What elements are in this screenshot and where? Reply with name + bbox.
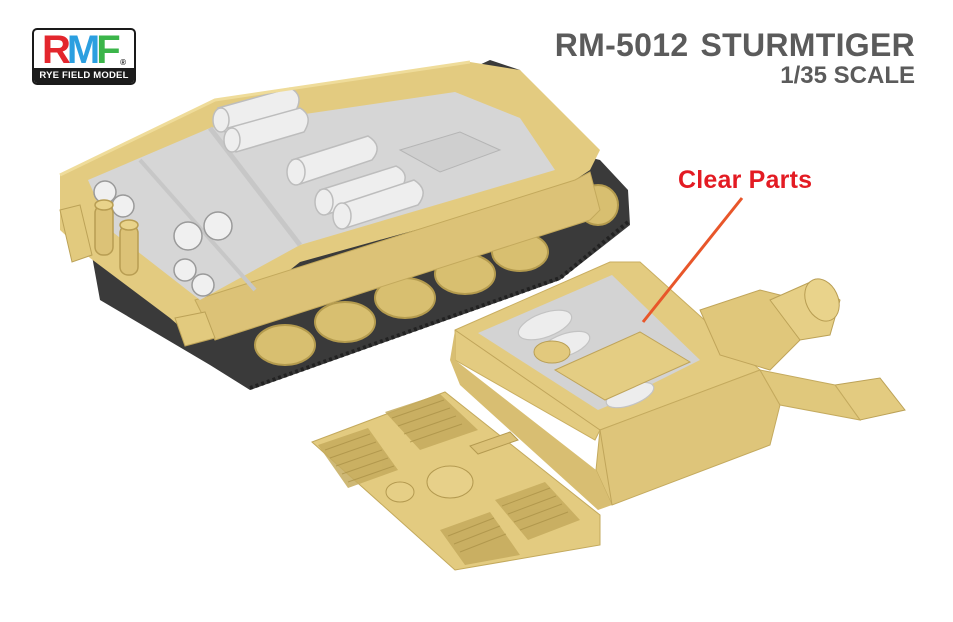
superstructure-casemate [450, 261, 906, 510]
product-scale: 1/35 SCALE [780, 62, 915, 89]
logo-letter-r: R [42, 28, 71, 72]
engine-deck-plate [311, 391, 601, 571]
product-title: RM-5012 STURMTIGER 1/35 SCALE [555, 28, 915, 90]
product-code: RM-5012 [554, 27, 689, 63]
logo-letter-m: M [66, 28, 100, 72]
product-name: STURMTIGER [700, 27, 915, 63]
logo-brand-text: RYE FIELD MODEL [34, 68, 134, 83]
registered-mark: ® [120, 58, 126, 67]
callout-arrow [641, 197, 744, 323]
clear-parts-callout: Clear Parts [678, 166, 813, 194]
brand-logo: R M F ® RYE FIELD MODEL [32, 28, 136, 85]
hull-with-interior [59, 60, 630, 390]
logo-letters: R M F [42, 28, 121, 72]
product-title-main: RM-5012 STURMTIGER [555, 28, 915, 62]
logo-letter-f: F [96, 28, 121, 72]
